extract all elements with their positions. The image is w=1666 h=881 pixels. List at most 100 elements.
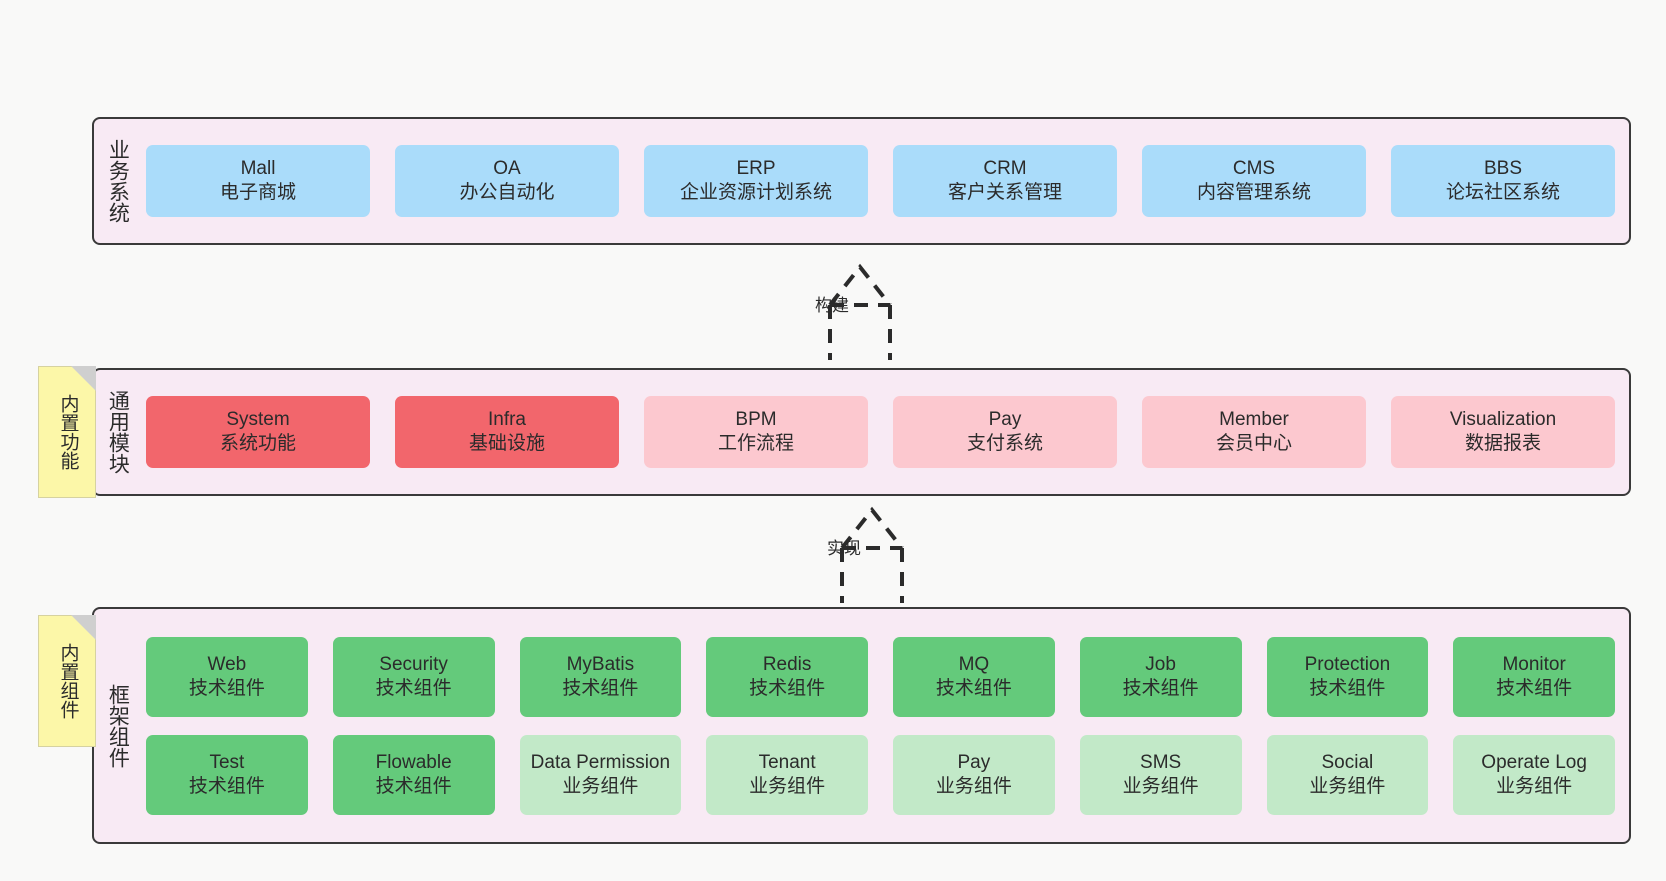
node-cms[interactable]: CMS 内容管理系统 bbox=[1142, 145, 1366, 217]
node-name: Visualization bbox=[1449, 409, 1557, 431]
node-mall[interactable]: Mall 电子商城 bbox=[146, 145, 370, 217]
node-name: Job bbox=[1145, 653, 1176, 675]
node-test[interactable]: Test 技术组件 bbox=[146, 734, 308, 815]
layer-title-common-modules: 通用模块 bbox=[106, 390, 130, 474]
hollow-arrow-head-icon bbox=[840, 506, 904, 550]
connector-build: 构建 bbox=[760, 255, 960, 365]
node-name: Operate Log bbox=[1481, 751, 1587, 773]
node-system[interactable]: System 系统功能 bbox=[146, 396, 370, 468]
node-desc: 业务组件 bbox=[749, 775, 826, 797]
node-crm[interactable]: CRM 客户关系管理 bbox=[893, 145, 1117, 217]
node-sms[interactable]: SMS 业务组件 bbox=[1079, 734, 1242, 815]
connector-shaft bbox=[840, 548, 904, 603]
node-name: Flowable bbox=[375, 751, 452, 773]
layer-row: Mall 电子商城 OA 办公自动化 ERP 企业资源计划系统 CRM 客户关系… bbox=[146, 145, 1615, 217]
node-name: MyBatis bbox=[566, 653, 635, 675]
node-name: Protection bbox=[1304, 653, 1391, 675]
layer-row: Test 技术组件 Flowable 技术组件 Data Permission … bbox=[146, 734, 1615, 815]
node-desc: 企业资源计划系统 bbox=[679, 182, 832, 203]
layer-title-business-system: 业务系统 bbox=[106, 139, 130, 223]
connector-label: 构建 bbox=[815, 296, 849, 315]
sticky-note-builtin-component: 内置组件 bbox=[38, 615, 96, 747]
node-name: Member bbox=[1219, 409, 1289, 431]
node-redis[interactable]: Redis 技术组件 bbox=[706, 636, 868, 717]
layer-title-framework-components: 框架组件 bbox=[106, 683, 130, 768]
connector-shaft bbox=[828, 305, 892, 360]
node-monitor[interactable]: Monitor 技术组件 bbox=[1453, 636, 1615, 717]
node-desc: 基础设施 bbox=[468, 433, 545, 454]
node-name: MQ bbox=[958, 653, 990, 675]
node-job[interactable]: Job 技术组件 bbox=[1079, 636, 1242, 717]
node-visualization[interactable]: Visualization 数据报表 bbox=[1391, 396, 1615, 468]
node-name: ERP bbox=[736, 158, 776, 180]
node-pay-business[interactable]: Pay 业务组件 bbox=[893, 734, 1055, 815]
node-social[interactable]: Social 业务组件 bbox=[1266, 734, 1429, 815]
node-infra[interactable]: Infra 基础设施 bbox=[395, 396, 619, 468]
node-name: Mall bbox=[240, 158, 276, 180]
node-name: Tenant bbox=[758, 751, 816, 773]
node-name: Web bbox=[207, 653, 247, 675]
node-name: Infra bbox=[487, 409, 527, 431]
node-desc: 业务组件 bbox=[562, 775, 639, 797]
sticky-note-label: 内置功能 bbox=[57, 394, 79, 470]
connector-realize: 实现 bbox=[772, 498, 972, 608]
node-web[interactable]: Web 技术组件 bbox=[146, 636, 308, 717]
node-tenant[interactable]: Tenant 业务组件 bbox=[706, 734, 868, 815]
layer-business-system: 业务系统 Mall 电子商城 OA 办公自动化 ERP 企业资源计划系统 CRM… bbox=[92, 117, 1631, 245]
node-protection[interactable]: Protection 技术组件 bbox=[1266, 636, 1429, 717]
node-desc: 业务组件 bbox=[1122, 775, 1199, 797]
node-mq[interactable]: MQ 技术组件 bbox=[893, 636, 1055, 717]
layer-framework-components: 框架组件 Web 技术组件 Security 技术组件 MyBatis 技术组件… bbox=[92, 607, 1631, 844]
node-desc: 数据报表 bbox=[1464, 433, 1541, 454]
node-name: BBS bbox=[1483, 158, 1523, 180]
layer-body-common-modules: System 系统功能 Infra 基础设施 BPM 工作流程 Pay 支付系统… bbox=[140, 370, 1629, 494]
node-bbs[interactable]: BBS 论坛社区系统 bbox=[1391, 145, 1615, 217]
node-desc: 技术组件 bbox=[1122, 677, 1199, 699]
node-name: Security bbox=[379, 653, 448, 675]
sticky-note-label: 内置组件 bbox=[57, 643, 79, 719]
node-operate-log[interactable]: Operate Log 业务组件 bbox=[1453, 734, 1615, 815]
node-name: OA bbox=[493, 158, 521, 180]
node-desc: 技术组件 bbox=[749, 677, 826, 699]
node-member[interactable]: Member 会员中心 bbox=[1142, 396, 1366, 468]
node-name: Test bbox=[209, 751, 245, 773]
node-desc: 工作流程 bbox=[717, 433, 794, 454]
node-desc: 技术组件 bbox=[188, 677, 265, 699]
node-name: SMS bbox=[1140, 751, 1182, 773]
node-pay[interactable]: Pay 支付系统 bbox=[893, 396, 1117, 468]
node-security[interactable]: Security 技术组件 bbox=[332, 636, 495, 717]
node-desc: 系统功能 bbox=[219, 433, 296, 454]
node-oa[interactable]: OA 办公自动化 bbox=[395, 145, 619, 217]
hollow-arrow-head-icon bbox=[828, 263, 892, 307]
connector-label: 实现 bbox=[827, 539, 861, 558]
node-name: Monitor bbox=[1502, 653, 1566, 675]
node-desc: 内容管理系统 bbox=[1196, 182, 1311, 203]
layer-row: Web 技术组件 Security 技术组件 MyBatis 技术组件 Redi… bbox=[146, 636, 1615, 717]
node-desc: 技术组件 bbox=[375, 775, 452, 797]
node-name: Pay bbox=[957, 751, 991, 773]
node-name: System bbox=[226, 409, 290, 431]
node-desc: 论坛社区系统 bbox=[1445, 182, 1560, 203]
layer-body-framework-components: Web 技术组件 Security 技术组件 MyBatis 技术组件 Redi… bbox=[140, 609, 1629, 842]
node-erp[interactable]: ERP 企业资源计划系统 bbox=[644, 145, 868, 217]
node-name: CMS bbox=[1232, 158, 1276, 180]
node-name: Redis bbox=[762, 653, 812, 675]
node-mybatis[interactable]: MyBatis 技术组件 bbox=[519, 636, 682, 717]
node-desc: 技术组件 bbox=[935, 677, 1012, 699]
node-desc: 业务组件 bbox=[1496, 775, 1573, 797]
node-name: Social bbox=[1321, 751, 1374, 773]
node-bpm[interactable]: BPM 工作流程 bbox=[644, 396, 868, 468]
node-flowable[interactable]: Flowable 技术组件 bbox=[332, 734, 495, 815]
sticky-note-builtin-function: 内置功能 bbox=[38, 366, 96, 498]
node-desc: 业务组件 bbox=[1309, 775, 1386, 797]
node-desc: 客户关系管理 bbox=[947, 182, 1062, 203]
node-data-permission[interactable]: Data Permission 业务组件 bbox=[519, 734, 682, 815]
layer-body-business-system: Mall 电子商城 OA 办公自动化 ERP 企业资源计划系统 CRM 客户关系… bbox=[140, 119, 1629, 243]
node-name: BPM bbox=[735, 409, 777, 431]
node-desc: 技术组件 bbox=[375, 677, 452, 699]
node-desc: 会员中心 bbox=[1215, 433, 1292, 454]
layer-common-modules: 通用模块 System 系统功能 Infra 基础设施 BPM 工作流程 Pay… bbox=[92, 368, 1631, 496]
node-name: Data Permission bbox=[530, 751, 671, 773]
node-name: Pay bbox=[988, 409, 1022, 431]
